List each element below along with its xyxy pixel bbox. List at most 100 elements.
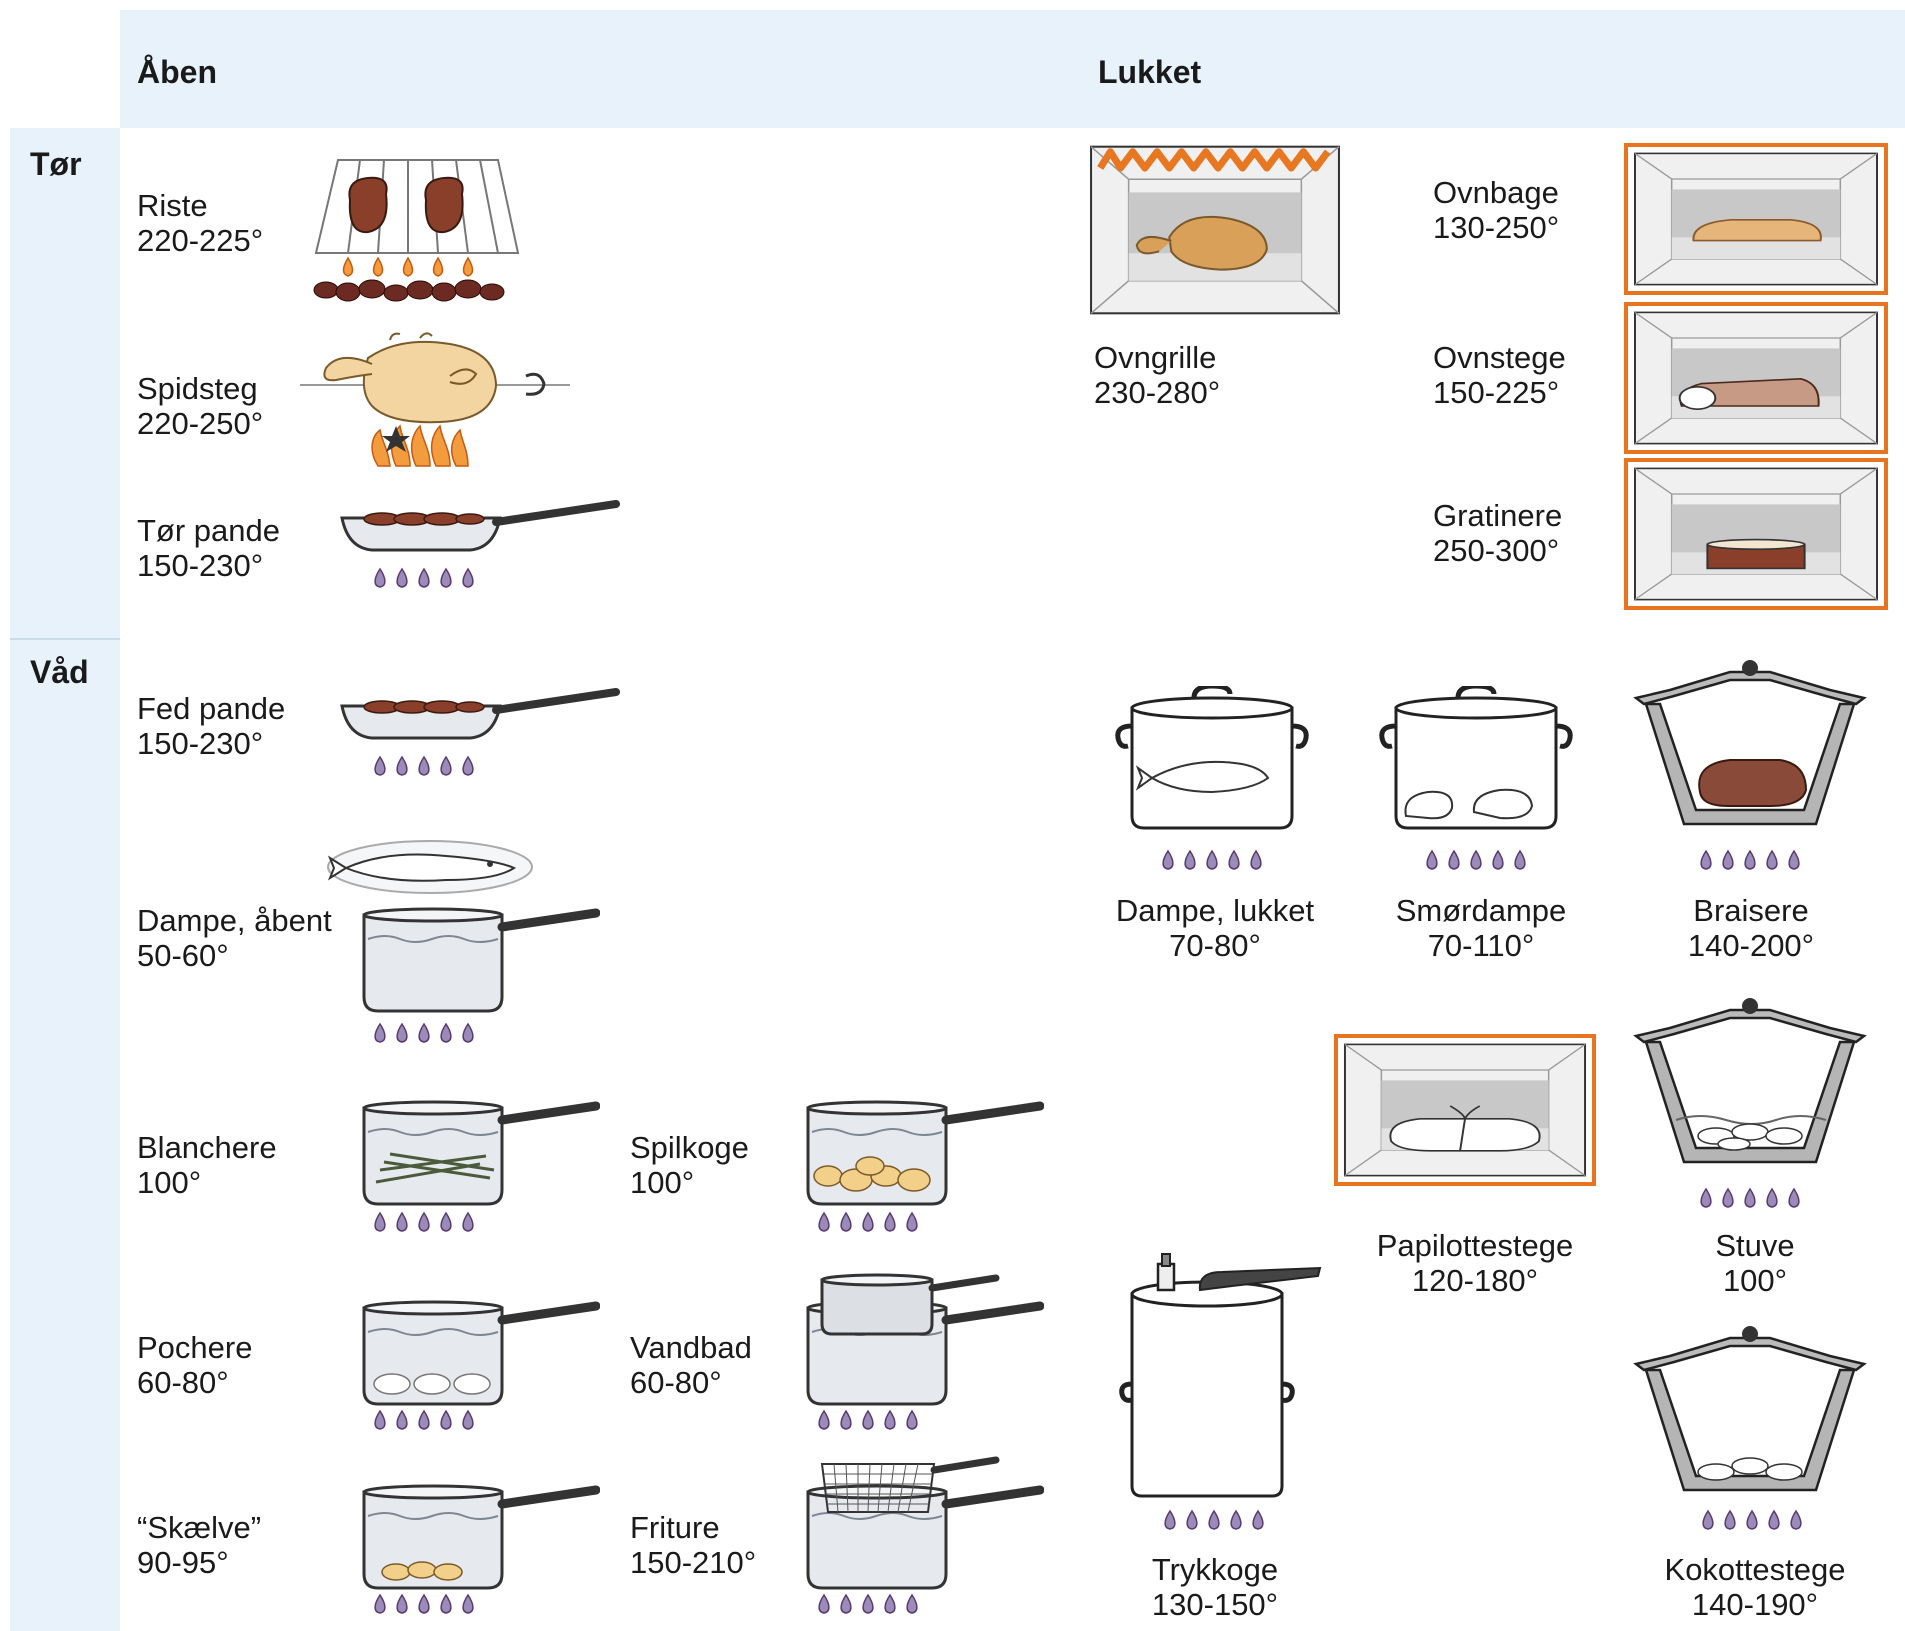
method-name: Papilottestege	[1376, 1228, 1574, 1263]
method-name: Stuve	[1715, 1228, 1795, 1263]
method-temp: 150-225°	[1433, 375, 1560, 410]
method-fed-pande: Fed pande 150-230°	[137, 691, 285, 761]
method-temp: 120-180°	[1411, 1263, 1539, 1298]
method-blanchere: Blanchere 100°	[137, 1130, 277, 1200]
method-tor-pande: Tør pande 150-230°	[137, 513, 280, 583]
burner-icon	[370, 754, 480, 778]
method-temp: 150-230°	[137, 548, 264, 583]
method-name: Ovnstege	[1433, 340, 1566, 375]
method-temp: 100°	[137, 1165, 202, 1200]
method-name: Vandbad	[630, 1330, 752, 1365]
steam-fish-illustration	[327, 840, 533, 894]
method-temp: 70-110°	[1427, 928, 1535, 963]
method-smordampe: Smørdampe 70-110°	[1356, 893, 1606, 963]
open-steam-pot-illustration	[360, 905, 600, 1015]
fat-pan-illustration	[340, 688, 620, 748]
burner-icon	[370, 1021, 480, 1045]
burner-icon	[1696, 1186, 1806, 1210]
method-name: Friture	[630, 1510, 720, 1545]
method-temp: 230-280°	[1094, 375, 1221, 410]
method-temp: 140-190°	[1691, 1587, 1819, 1622]
row-label-band	[10, 128, 120, 1631]
method-riste: Riste 220-225°	[137, 188, 263, 258]
method-vandbad: Vandbad 60-80°	[630, 1330, 752, 1400]
method-name: Spidsteg	[137, 371, 258, 406]
oven-grill-illustration	[1088, 140, 1342, 320]
method-name: Dampe, lukket	[1115, 893, 1315, 928]
method-temp: 150-230°	[137, 726, 264, 761]
burner-icon	[1422, 848, 1532, 872]
deep-fry-illustration	[804, 1456, 1044, 1592]
braise-pot-illustration	[1630, 660, 1870, 830]
burner-icon	[1696, 848, 1806, 872]
method-name: Pochere	[137, 1330, 253, 1365]
method-name: Riste	[137, 188, 208, 223]
method-temp: 150-210°	[630, 1545, 757, 1580]
method-dampe-lukket: Dampe, lukket 70-80°	[1090, 893, 1340, 963]
method-trykkoge: Trykkoge 130-150°	[1090, 1552, 1340, 1622]
simmer-pot-illustration	[804, 1098, 1044, 1208]
method-spidsteg: Spidsteg 220-250°	[137, 371, 263, 441]
method-papillottestege: Papilottestege 120-180°	[1350, 1228, 1600, 1298]
burner-icon	[370, 1210, 480, 1234]
row-label-dry: Tør	[30, 146, 82, 182]
tremble-pot-illustration	[360, 1482, 600, 1592]
method-temp: 100°	[630, 1165, 695, 1200]
cocotte-pot-illustration	[1630, 1326, 1870, 1496]
method-pochere: Pochere 60-80°	[137, 1330, 252, 1400]
method-ovngrille: Ovngrille 230-280°	[1094, 340, 1220, 410]
oven-roast-illustration	[1624, 302, 1888, 454]
column-header-closed: Lukket	[1098, 54, 1202, 90]
burner-icon	[370, 566, 480, 590]
method-name: “Skælve”	[137, 1510, 262, 1545]
burner-icon	[814, 1592, 924, 1616]
method-temp: 90-95°	[137, 1545, 229, 1580]
method-name: Braisere	[1693, 893, 1809, 928]
burner-icon	[1160, 1508, 1270, 1532]
method-temp: 100°	[1722, 1263, 1788, 1298]
oven-gratin-illustration	[1624, 458, 1888, 610]
burner-icon	[370, 1408, 480, 1432]
method-name: Ovnbage	[1433, 175, 1559, 210]
method-kokottestege: Kokottestege 140-190°	[1630, 1552, 1880, 1622]
dry-pan-illustration	[340, 500, 620, 560]
method-temp: 130-250°	[1433, 210, 1560, 245]
method-temp: 220-225°	[137, 223, 264, 258]
method-ovnbage: Ovnbage 130-250°	[1433, 175, 1559, 245]
blanch-pot-illustration	[360, 1098, 600, 1208]
method-dampe-aabent: Dampe, åbent 50-60°	[137, 903, 332, 973]
row-label-wet: Våd	[30, 654, 89, 690]
column-header-open: Åben	[137, 54, 217, 90]
pressure-cooker-illustration	[1119, 1253, 1322, 1498]
method-temp: 130-150°	[1151, 1587, 1279, 1622]
method-name: Kokottestege	[1664, 1552, 1846, 1587]
header-band	[120, 10, 1905, 128]
method-name: Ovngrille	[1094, 340, 1217, 375]
method-name: Spilkoge	[630, 1130, 749, 1165]
poach-pot-illustration	[360, 1298, 600, 1408]
stew-pot-illustration	[1630, 998, 1870, 1168]
method-temp: 70-80°	[1169, 928, 1261, 963]
method-name: Dampe, åbent	[137, 903, 332, 938]
method-braisere: Braisere 140-200°	[1626, 893, 1876, 963]
method-name: Tør pande	[137, 513, 281, 548]
method-skaelve: “Skælve” 90-95°	[137, 1510, 261, 1580]
papillote-oven-illustration	[1334, 1034, 1596, 1186]
method-ovnstege: Ovnstege 150-225°	[1433, 340, 1566, 410]
method-name: Trykkoge	[1151, 1552, 1279, 1587]
row-divider	[10, 638, 120, 640]
method-temp: 50-60°	[137, 938, 229, 973]
burner-icon	[814, 1408, 924, 1432]
method-temp: 60-80°	[137, 1365, 229, 1400]
method-temp: 250-300°	[1433, 533, 1560, 568]
method-spilkoge: Spilkoge 100°	[630, 1130, 749, 1200]
method-friture: Friture 150-210°	[630, 1510, 756, 1580]
method-temp: 220-250°	[137, 406, 264, 441]
rotisserie-illustration	[300, 332, 570, 467]
method-name: Blanchere	[137, 1130, 277, 1165]
burner-icon	[814, 1210, 924, 1234]
water-bath-illustration	[804, 1273, 1044, 1408]
burner-icon	[1158, 848, 1268, 872]
method-gratinere: Gratinere 250-300°	[1433, 498, 1562, 568]
method-name: Gratinere	[1433, 498, 1563, 533]
